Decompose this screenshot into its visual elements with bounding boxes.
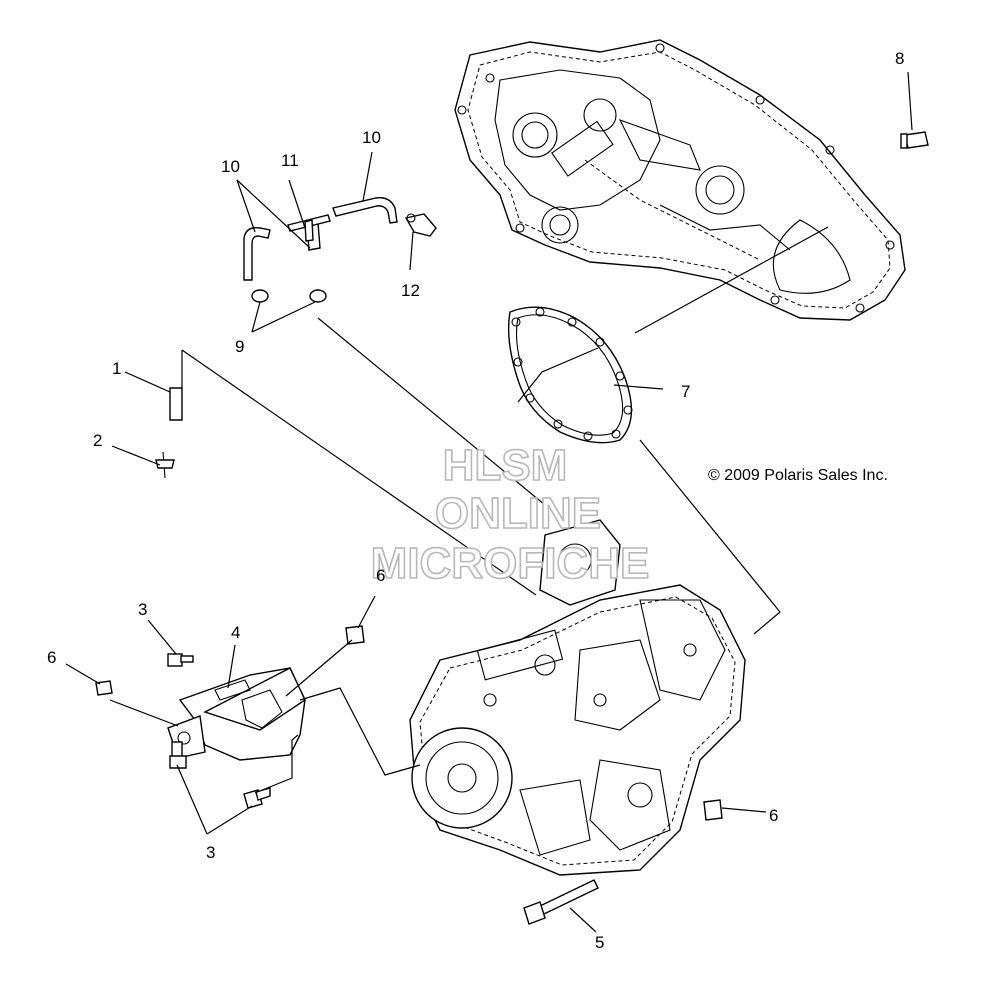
bolt-top: [167, 653, 194, 667]
watermark-line3: MICROFICHE: [371, 539, 650, 588]
watermark-line2: ONLINE: [435, 489, 601, 538]
breather-fitting: [404, 213, 437, 237]
leader-lines: [65, 71, 913, 933]
callout-3-lower: 3: [206, 843, 215, 862]
callouts: 8 10 10 11 12 9 1 2 7 6 3 4 6 3 6 5: [47, 49, 904, 952]
callout-5: 5: [595, 933, 604, 952]
bolt-bottom-right: [243, 787, 271, 809]
dowel-tube: [169, 387, 183, 421]
nut-right: [703, 799, 723, 821]
callout-9: 9: [235, 337, 244, 356]
watermark: HLSM ONLINE MICROFICHE: [370, 440, 650, 589]
nut-left: [95, 680, 113, 696]
nut-upper: [345, 625, 365, 645]
callout-12: 12: [401, 281, 420, 300]
drain-plug: [900, 131, 929, 149]
engine-mount-bracket: [167, 667, 306, 761]
callout-1: 1: [112, 359, 121, 378]
transmission-cover: [454, 39, 906, 321]
hose-clamp-right: [309, 289, 327, 303]
copyright-notice: © 2009 Polaris Sales Inc.: [708, 467, 888, 484]
breather-hose-right: [332, 197, 398, 224]
engine-assembly: [409, 519, 746, 876]
hose-clamp-left: [251, 289, 269, 303]
mounting-stud: [155, 451, 175, 479]
callout-10-left: 10: [221, 157, 240, 176]
callout-2: 2: [93, 431, 102, 450]
callout-8: 8: [895, 49, 904, 68]
callout-6-left: 6: [47, 648, 56, 667]
callout-6-right: 6: [769, 806, 778, 825]
long-bolt: [523, 879, 599, 925]
gasket: [507, 306, 633, 444]
callout-10-upper: 10: [362, 128, 381, 147]
callout-4: 4: [231, 623, 240, 642]
callout-6-upper: 6: [376, 566, 385, 585]
hose-tee-fitting: [287, 214, 331, 242]
callout-3-upper: 3: [138, 600, 147, 619]
bolt-bottom-left: [169, 741, 187, 769]
callout-7: 7: [681, 382, 690, 401]
watermark-line1: HLSM: [443, 441, 568, 490]
callout-11: 11: [281, 151, 299, 170]
